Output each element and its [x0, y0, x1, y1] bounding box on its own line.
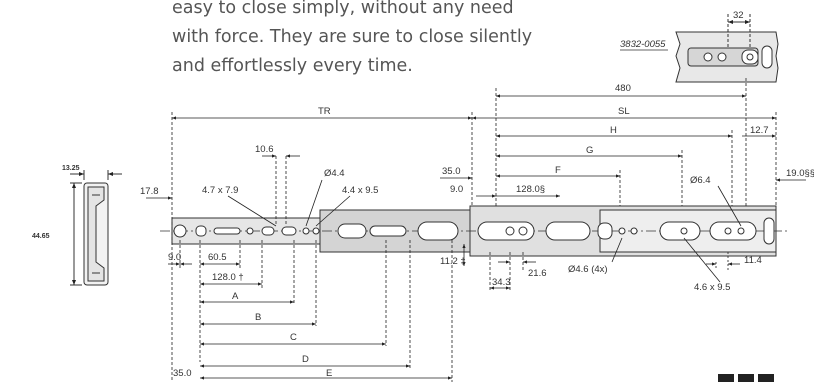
dim-sl: SL [618, 106, 630, 117]
cross-section-profile [70, 170, 122, 286]
dim-c: C [290, 332, 297, 343]
detail-view [675, 14, 779, 83]
dim-480: 480 [615, 83, 631, 94]
slide-body [160, 205, 790, 257]
dim-34-3: 34.3 [492, 277, 511, 288]
dim-21-6: 21.6 [528, 268, 547, 279]
dimension-labels: 480 TR SL H 12.7 G 19.0§§ F Ø6.4 35.0 9.… [140, 83, 814, 379]
dimension-lines [146, 78, 806, 382]
dim-tr: TR [318, 106, 331, 117]
section-height-label: 44.65 [32, 233, 50, 240]
dim-128-section: 128.0§ [516, 184, 545, 195]
dim-11-4: 11.4 [744, 255, 762, 266]
part-number: 3832-0055 [620, 39, 666, 50]
dim-35-bottom: 35.0 [173, 368, 192, 379]
dim-11-2: 11.2 ‡ [440, 256, 466, 267]
dim-phi-6-4: Ø6.4 [690, 175, 711, 186]
dim-17-8: 17.8 [140, 186, 159, 197]
dim-12-7: 12.7 [750, 125, 769, 136]
section-width-label: 13.25 [62, 165, 80, 172]
dim-32: 32 [733, 10, 744, 21]
dim-a: A [232, 291, 239, 302]
dim-h: H [610, 125, 617, 136]
dim-4-4x9-5: 4.4 x 9.5 [342, 185, 378, 196]
dim-35-top: 35.0 [442, 166, 461, 177]
dim-e: E [326, 368, 332, 379]
intro-line-2: with force. They are sure to close silen… [172, 27, 533, 47]
dim-g: G [586, 145, 593, 156]
dim-phi-4-6: Ø4.6 (4x) [568, 264, 608, 275]
dim-d: D [302, 354, 309, 365]
logo-partial [718, 374, 774, 382]
dim-4-7x7-9: 4.7 x 7.9 [202, 185, 238, 196]
dim-19-0: 19.0§§ [786, 168, 814, 179]
intro-text: easy to close simply, without any need w… [172, 0, 612, 81]
intro-line-1: easy to close simply, without any need [172, 0, 514, 18]
dim-128-dagger: 128.0 † [212, 272, 244, 283]
dim-9-top: 9.0 [450, 184, 463, 195]
dim-9-bottom: 9.0 [168, 252, 181, 263]
dim-phi-4-4: Ø4.4 [324, 168, 345, 179]
dim-60-5: 60.5 [208, 252, 227, 263]
dim-10-6: 10.6 [255, 144, 274, 155]
dim-f: F [555, 165, 561, 176]
dim-b: B [255, 312, 261, 323]
intro-line-3: and effortlessly every time. [172, 56, 413, 76]
dim-4-6x9-5: 4.6 x 9.5 [694, 282, 730, 293]
